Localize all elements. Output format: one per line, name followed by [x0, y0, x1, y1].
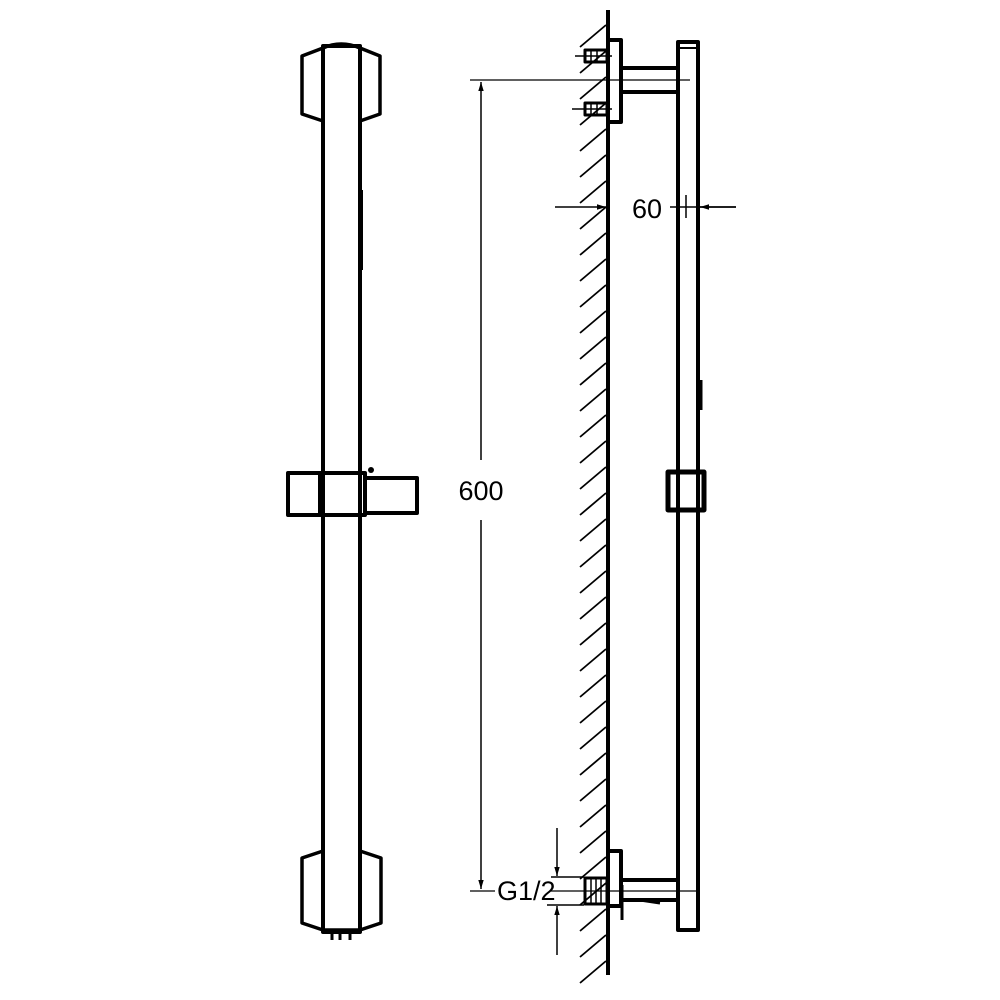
hatch-line [579, 440, 607, 464]
front-rail [321, 44, 362, 934]
hatch-line [579, 24, 607, 48]
hatch-line [579, 830, 607, 854]
hatch-line [579, 726, 607, 750]
projection-dimension: 60 [555, 194, 736, 224]
hatch-line [579, 700, 607, 724]
hatch-line [579, 492, 607, 516]
front-view [286, 42, 419, 940]
hatch-line [579, 414, 607, 438]
hatch-line [579, 622, 607, 646]
hatch-line [579, 154, 607, 178]
hatch-line [579, 388, 607, 412]
hatch-line [579, 908, 607, 932]
wall-hatching [579, 24, 607, 984]
hatch-line [579, 180, 607, 204]
height-dimension: 600 [458, 82, 504, 889]
hatch-line [579, 934, 607, 958]
side-slider [665, 469, 707, 513]
hatch-line [579, 596, 607, 620]
front-bottom-outlet [330, 932, 352, 940]
hatch-line [579, 258, 607, 282]
hatch-line [579, 284, 607, 308]
front-bottom-bracket [300, 849, 383, 932]
hatch-line [579, 336, 607, 360]
hatch-line [579, 518, 607, 542]
front-slider [286, 467, 419, 517]
hatch-line [579, 648, 607, 672]
hatch-line [579, 362, 607, 386]
hatch-line [579, 128, 607, 152]
hatch-line [579, 856, 607, 880]
projection-dimension-label: 60 [632, 194, 662, 224]
hatch-line [579, 778, 607, 802]
connection-dimension: G1/2 [495, 828, 584, 955]
hatch-line [579, 674, 607, 698]
side-rail [676, 40, 700, 932]
side-top-bracket [572, 38, 678, 124]
hatch-line [579, 752, 607, 776]
hatch-line [579, 570, 607, 594]
side-view: 600 60 G1/2 [458, 10, 736, 984]
hatch-line [579, 466, 607, 490]
front-top-bracket [300, 42, 382, 123]
hatch-line [579, 804, 607, 828]
hatch-line [579, 232, 607, 256]
hatch-line [579, 310, 607, 334]
side-bottom-bracket [583, 849, 678, 920]
height-dimension-label: 600 [458, 476, 503, 506]
hatch-line [579, 544, 607, 568]
hatch-line [579, 206, 607, 230]
connection-dimension-label: G1/2 [497, 876, 556, 906]
hatch-line [579, 76, 607, 100]
hatch-line [579, 960, 607, 984]
